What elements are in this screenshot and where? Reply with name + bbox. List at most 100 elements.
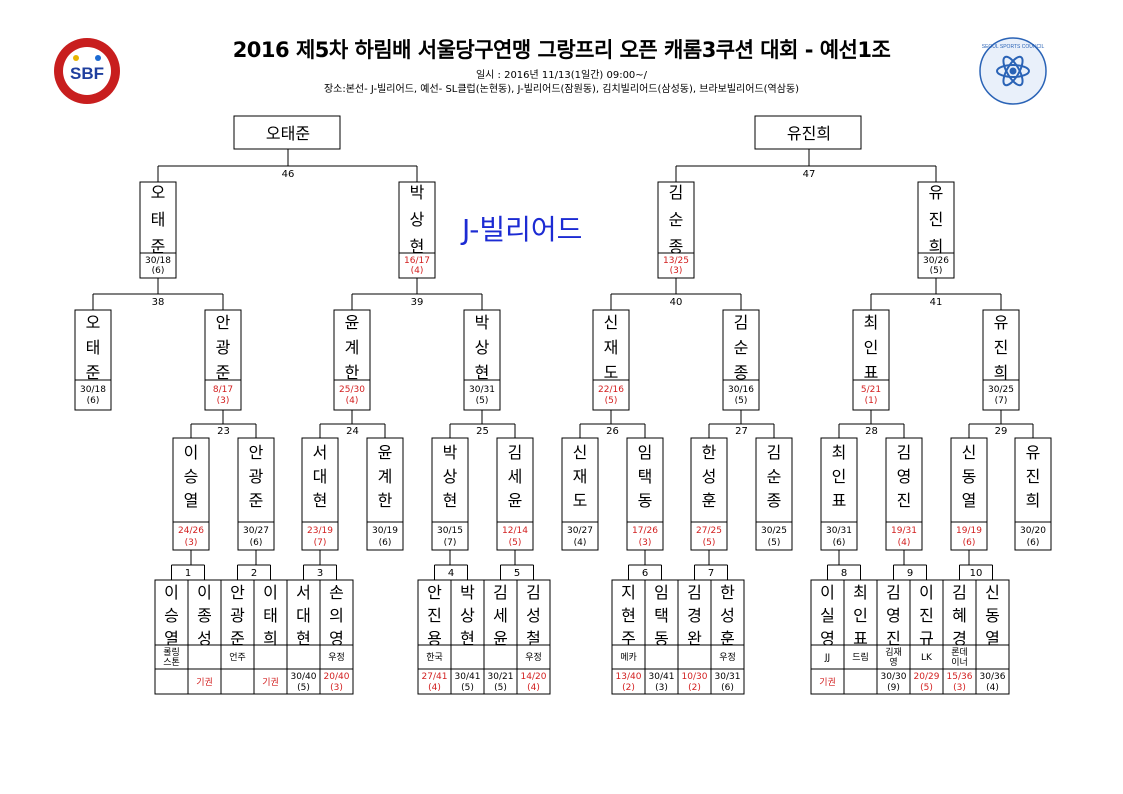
- player-score: 19/31: [891, 526, 917, 536]
- player-name-char: 태: [86, 338, 101, 357]
- player-name-char: 재: [573, 467, 588, 486]
- player-rank: (5): [461, 683, 474, 693]
- player-name-char: 용: [427, 629, 442, 648]
- player-score: 12/14: [502, 526, 528, 536]
- player-name-char: 윤: [508, 491, 523, 510]
- player-score: 30/40: [291, 672, 317, 682]
- player-name-char: 유: [1026, 443, 1041, 462]
- player-club: 롤링: [163, 646, 180, 658]
- player-score: 기권: [819, 676, 836, 688]
- player-score: 30/16: [728, 385, 754, 395]
- player-name-char: 철: [526, 629, 541, 648]
- match-number: 1: [185, 568, 191, 579]
- match-number: 40: [670, 297, 683, 308]
- player-name-char: 대: [313, 467, 328, 486]
- player-box: [592, 309, 630, 411]
- player-name-char: 진: [886, 629, 901, 648]
- player-name-char: 표: [853, 629, 868, 648]
- player-score: 13/25: [663, 256, 689, 266]
- player-name-char: 최: [853, 583, 868, 602]
- player-box: [463, 309, 501, 411]
- player-name-char: 한: [702, 443, 717, 462]
- player-score: 30/41: [455, 672, 481, 682]
- player-club: 이너: [951, 657, 968, 668]
- player-score: 기권: [262, 676, 279, 688]
- player-name-char: 종: [734, 363, 749, 382]
- player-name-char: 한: [720, 583, 735, 602]
- player-box: [982, 309, 1020, 411]
- player-score: 30/18: [145, 256, 171, 266]
- match-number: 27: [735, 426, 748, 437]
- match-number: 38: [152, 297, 165, 308]
- player-name-char: 서: [313, 443, 328, 462]
- player-club: 언주: [229, 651, 246, 663]
- player-name-char: 김: [508, 443, 523, 462]
- player-name-char: 상: [410, 210, 425, 229]
- player-score: 20/40: [324, 672, 350, 682]
- player-score: 8/17: [213, 385, 233, 395]
- player-name-char: 현: [296, 629, 311, 648]
- player-name-char: 순: [767, 467, 782, 486]
- player-score: 30/15: [437, 526, 463, 536]
- player-name-char: 현: [443, 491, 458, 510]
- player-name-char: 영: [886, 606, 901, 625]
- player-rank: (6): [833, 538, 846, 548]
- player-name-char: 상: [460, 606, 475, 625]
- match-number: 24: [346, 426, 359, 437]
- event-date: 일시 : 2016년 11/13(1일간) 09:00~/: [475, 70, 648, 81]
- player-score: 15/36: [947, 672, 973, 682]
- player-box: [233, 115, 341, 150]
- player-score: 27/25: [696, 526, 722, 536]
- player-rank: (6): [1027, 538, 1040, 548]
- player-name-char: 세: [508, 467, 523, 486]
- finalist-name: 유진희: [787, 124, 831, 143]
- player-name-char: 박: [475, 313, 490, 332]
- match-number: 5: [514, 568, 520, 579]
- match-number: 46: [282, 169, 295, 180]
- player-name-char: 인: [832, 467, 847, 486]
- player-name-char: 현: [621, 606, 636, 625]
- match-number: 47: [803, 169, 816, 180]
- player-name-char: 박: [460, 583, 475, 602]
- player-rank: (9): [887, 683, 900, 693]
- sbf-logo: SBF: [54, 38, 120, 104]
- player-score: 30/31: [826, 526, 852, 536]
- player-name-char: 현: [460, 629, 475, 648]
- player-rank: (4): [986, 683, 999, 693]
- player-name-char: 신: [573, 443, 588, 462]
- player-box: [187, 579, 222, 695]
- player-box: [398, 181, 436, 279]
- player-name-char: 택: [638, 467, 653, 486]
- player-name-char: 실: [820, 606, 835, 625]
- player-rank: (1): [865, 396, 878, 406]
- player-name-char: 영: [820, 629, 835, 648]
- player-name-char: 신: [962, 443, 977, 462]
- player-name-char: 희: [263, 629, 278, 648]
- player-rank: (3): [953, 683, 966, 693]
- player-rank: (4): [527, 683, 540, 693]
- player-score: 13/40: [616, 672, 642, 682]
- player-score: 30/25: [988, 385, 1014, 395]
- player-name-char: 준: [230, 629, 245, 648]
- match-number: 9: [907, 568, 913, 579]
- player-name-char: 성: [197, 629, 212, 648]
- player-name-char: 상: [443, 467, 458, 486]
- player-name-char: 규: [919, 629, 934, 648]
- player-name-char: 종: [767, 491, 782, 510]
- player-name-char: 재: [604, 338, 619, 357]
- player-score: 30/30: [881, 672, 907, 682]
- player-name-char: 김: [526, 583, 541, 602]
- player-rank: (5): [768, 538, 781, 548]
- player-name-char: 이: [184, 443, 199, 462]
- player-score: 23/19: [307, 526, 333, 536]
- player-name-char: 광: [216, 338, 231, 357]
- player-name-char: 태: [151, 210, 166, 229]
- match-number: 29: [995, 426, 1008, 437]
- player-box: [722, 309, 760, 411]
- player-name-char: 순: [734, 338, 749, 357]
- player-rank: (4): [898, 538, 911, 548]
- player-name-char: 김: [897, 443, 912, 462]
- player-rank: (4): [346, 396, 359, 406]
- player-name-char: 김: [767, 443, 782, 462]
- player-name-char: 임: [654, 583, 669, 602]
